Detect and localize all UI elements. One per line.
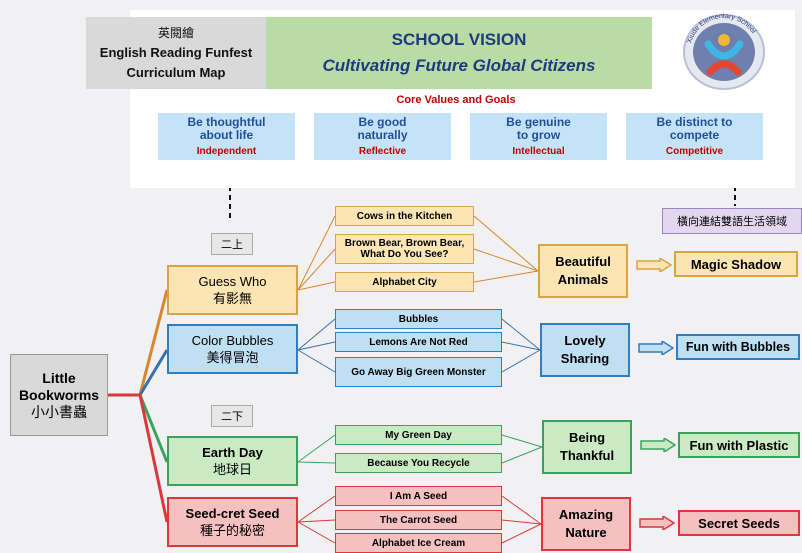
book-item: Lemons Are Not Red [335, 332, 502, 352]
unit-title: Guess Who [198, 274, 267, 289]
core-value-tag: Competitive [665, 145, 724, 157]
unit-title-zh: 地球日 [212, 462, 252, 477]
theme-line2: Nature [565, 525, 607, 540]
root-node: Little Bookworms 小小書蟲 [10, 354, 108, 436]
root-line1: Little [42, 369, 76, 386]
right-arrow-icon [638, 341, 674, 355]
theme-line2: Sharing [560, 351, 610, 366]
school-logo: Xiude Elementary School [683, 13, 765, 90]
theme-line2: Animals [557, 272, 609, 287]
core-value-distinct: Be distinct to compete Competitive [626, 113, 763, 160]
unit-title-zh: 種子的秘密 [199, 523, 265, 538]
core-value-thoughtful: Be thoughtful about life Independent [158, 113, 295, 160]
unit-title-zh: 美得冒泡 [206, 350, 259, 365]
theme-line1: Lovely [564, 333, 606, 348]
core-value-tag: Reflective [358, 145, 407, 157]
unit-color-bubbles: Color Bubbles 美得冒泡 [167, 324, 298, 374]
book-item: The Carrot Seed [335, 510, 502, 530]
theme-lovely-sharing: Lovely Sharing [540, 323, 630, 377]
unit-guess-who: Guess Who 有影無 [167, 265, 298, 315]
core-value-line2: compete [669, 127, 720, 142]
semester-label-first: 二上 [211, 233, 253, 255]
unit-seed-cret-seed: Seed-cret Seed 種子的秘密 [167, 497, 298, 547]
cross-domain-note: 橫向連結雙語生活領域 [662, 208, 802, 234]
theme-line1: Being [568, 430, 606, 445]
core-values-title: Core Values and Goals [386, 94, 526, 106]
right-arrow-icon [636, 258, 672, 272]
root-zh: 小小書蟲 [31, 403, 87, 420]
core-value-line2: about life [199, 127, 254, 142]
title-en-line2: Curriculum Map [126, 65, 226, 80]
book-item: Because You Recycle [335, 453, 502, 473]
unit-title-zh: 有影無 [212, 291, 252, 306]
right-arrow-icon [639, 516, 675, 530]
theme-line1: Beautiful [555, 254, 611, 269]
book-item: Alphabet Ice Cream [335, 533, 502, 553]
core-value-tag: Independent [196, 145, 257, 157]
curriculum-title-box: 英閱繪 English Reading Funfest Curriculum M… [86, 17, 266, 89]
outcome-fun-with-bubbles: Fun with Bubbles [676, 334, 800, 360]
core-value-tag: Intellectual [512, 145, 565, 157]
core-value-line1: Be thoughtful [187, 114, 266, 129]
right-arrow-icon [640, 438, 676, 452]
theme-beautiful-animals: Beautiful Animals [538, 244, 628, 298]
root-line2: Bookworms [18, 386, 100, 403]
vision-title: SCHOOL VISION [391, 30, 527, 49]
unit-title: Seed-cret Seed [185, 506, 280, 521]
title-zh: 英閱繪 [157, 26, 194, 40]
title-en-line1: English Reading Funfest [99, 45, 253, 60]
school-vision-box: SCHOOL VISION Cultivating Future Global … [266, 17, 652, 89]
book-item: Alphabet City [335, 272, 474, 292]
core-value-line1: Be genuine [506, 114, 571, 129]
outcome-fun-with-plastic: Fun with Plastic [678, 432, 800, 458]
book-item: Cows in the Kitchen [335, 206, 474, 226]
book-item: Go Away Big Green Monster [335, 357, 502, 387]
core-value-genuine: Be genuine to grow Intellectual [470, 113, 607, 160]
book-item: My Green Day [335, 425, 502, 445]
book-item: Bubbles [335, 309, 502, 329]
book-item: I Am A Seed [335, 486, 502, 506]
unit-earth-day: Earth Day 地球日 [167, 436, 298, 486]
theme-line1: Amazing [558, 507, 614, 522]
theme-line2: Thankful [559, 448, 615, 463]
theme-amazing-nature: Amazing Nature [541, 497, 631, 551]
outcome-secret-seeds: Secret Seeds [678, 510, 800, 536]
vision-subtitle: Cultivating Future Global Citizens [322, 56, 596, 75]
core-value-line2: to grow [516, 127, 561, 142]
theme-being-thankful: Being Thankful [542, 420, 632, 474]
core-value-good: Be good naturally Reflective [314, 113, 451, 160]
unit-title: Earth Day [202, 445, 263, 460]
unit-title: Color Bubbles [191, 333, 274, 348]
core-value-line1: Be good [358, 114, 407, 129]
outcome-magic-shadow: Magic Shadow [674, 251, 798, 277]
book-item: Brown Bear, Brown Bear, What Do You See? [335, 234, 474, 264]
semester-label-second: 二下 [211, 405, 253, 427]
core-value-line2: naturally [357, 127, 408, 142]
core-value-line1: Be distinct to [656, 114, 733, 129]
